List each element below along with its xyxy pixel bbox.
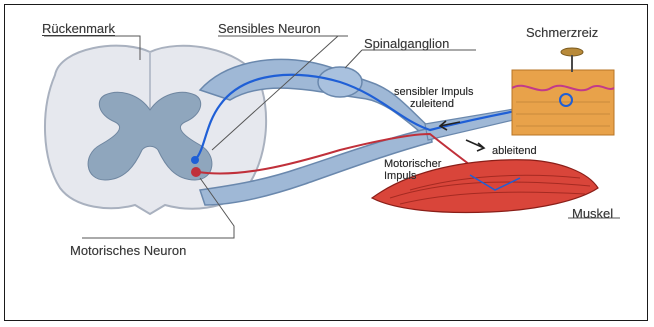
motor-neuron-cell-body [191,167,201,177]
label-muskel: Muskel [572,207,613,221]
label-impuls: Impuls [384,170,416,182]
skin-block [512,70,614,135]
label-sensibler-impuls: sensibler Impuls [394,86,473,98]
label-ableitend: ableitend [492,145,537,157]
label-motorisches-neuron: Motorisches Neuron [70,244,186,258]
sensory-neuron-cell-body [191,156,199,164]
label-rueckenmark: Rückenmark [42,22,115,36]
label-schmerzreiz: Schmerzreiz [526,26,598,40]
pin-stimulus-icon [561,48,583,72]
label-motorischer: Motorischer [384,158,441,170]
label-sensibles-neuron: Sensibles Neuron [218,22,321,36]
label-zuleitend: zuleitend [410,98,454,110]
label-spinalganglion: Spinalganglion [364,37,449,51]
impulse-arrow-icon [466,140,484,151]
